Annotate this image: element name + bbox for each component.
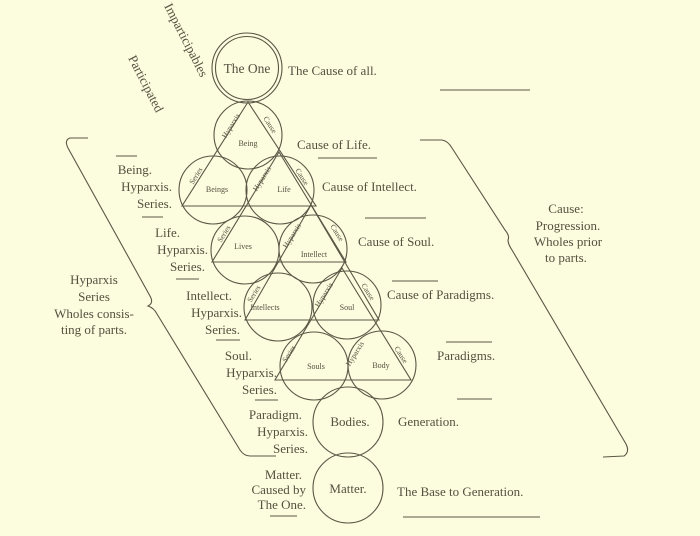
left-label: The One.: [258, 497, 306, 512]
label-lives: Lives: [234, 242, 252, 251]
left-label: Life.: [155, 225, 180, 240]
label-cause-of-paradigms: Cause of Paradigms.: [387, 287, 494, 302]
circle-matter: [312, 452, 384, 524]
label-body: Body: [372, 361, 389, 370]
note-line: Wholes prior: [534, 234, 603, 249]
note-line: Cause:: [548, 201, 583, 216]
left-bracket-note: Hyparxis Series Wholes consis- ting of p…: [54, 272, 134, 337]
left-label: Hyparxis.: [226, 365, 277, 380]
circles: [178, 32, 417, 524]
label-matter: Matter.: [329, 481, 366, 496]
imparticipables-label: Imparticipables: [161, 1, 211, 80]
left-label: Hyparxis.: [257, 424, 308, 439]
label-generation: Generation.: [398, 414, 459, 429]
left-label: Hyparxis.: [191, 305, 242, 320]
right-bracket: [420, 139, 629, 458]
label-paradigms: Paradigms.: [437, 348, 495, 363]
label-souls: Souls: [307, 362, 325, 371]
label-bodies: Bodies.: [330, 414, 369, 429]
left-label: Hyparxis.: [121, 179, 172, 194]
left-label: Series.: [170, 259, 205, 274]
edge-series: Series: [215, 223, 232, 243]
label-cause-of-all: The Cause of all.: [288, 63, 377, 78]
edge-hyparxis: Hyparxis: [344, 340, 366, 368]
triangle-soul: [274, 266, 412, 381]
edge-cause: Cause: [328, 223, 346, 244]
left-label: Caused by: [251, 482, 306, 497]
edge-series: Series: [187, 165, 204, 185]
left-label: Series.: [273, 441, 308, 456]
label-life: Life: [277, 185, 291, 194]
label-cause-of-life: Cause of Life.: [297, 137, 371, 152]
circle-soul: [312, 270, 382, 340]
label-cause-of-intellect: Cause of Intellect.: [322, 179, 417, 194]
label-soul: Soul: [340, 303, 355, 312]
left-labels: Being. Hyparxis. Series. Life. Hyparxis.…: [118, 162, 308, 512]
separator-rules: [116, 89, 540, 518]
right-bracket-note: Cause: Progression. Wholes prior to part…: [534, 201, 603, 265]
left-label: Soul.: [225, 348, 252, 363]
label-intellects: Intellects: [250, 303, 279, 312]
left-label: Series.: [205, 322, 240, 337]
edge-cause: Cause: [261, 115, 279, 136]
edge-hyparxis: Hyparxis: [313, 281, 335, 309]
triangles: [180, 100, 412, 381]
left-label: Hyparxis.: [157, 242, 208, 257]
label-beings: Beings: [206, 185, 228, 194]
note-line: Wholes consis-: [54, 306, 134, 321]
left-label: Series.: [242, 382, 277, 397]
circle-life: [245, 155, 315, 225]
left-label: Being.: [118, 162, 152, 177]
circle-intellects: [243, 272, 313, 342]
label-intellect: Intellect: [301, 250, 328, 259]
triangle-intellect: [244, 203, 380, 321]
circle-intellect: [278, 214, 348, 284]
note-line: ting of parts.: [61, 322, 127, 337]
left-label: Series.: [137, 196, 172, 211]
label-the-one: The One: [224, 61, 271, 76]
left-bracket: [65, 137, 276, 457]
note-line: Progression.: [536, 218, 601, 233]
left-label: Matter.: [265, 467, 302, 482]
edge-hyparxis: Hyparxis: [281, 222, 303, 250]
note-line: Series: [78, 289, 110, 304]
label-cause-of-soul: Cause of Soul.: [358, 234, 434, 249]
edge-cause: Cause: [293, 167, 311, 188]
participated-label: Participated: [125, 53, 167, 116]
note-line: to parts.: [545, 250, 587, 265]
left-label: Paradigm.: [249, 407, 302, 422]
label-being: Being: [238, 139, 257, 148]
circle-body: [347, 330, 417, 400]
left-label: Intellect.: [186, 288, 232, 303]
circle-the-one-inner: [214, 35, 280, 101]
edge-hyparxis: Hyparxis: [220, 112, 242, 140]
label-base-to-generation: The Base to Generation.: [397, 484, 523, 499]
triangle-being: [180, 100, 318, 207]
note-line: Hyparxis: [70, 272, 118, 287]
circle-bodies: [312, 386, 384, 458]
circle-beings: [178, 155, 248, 225]
